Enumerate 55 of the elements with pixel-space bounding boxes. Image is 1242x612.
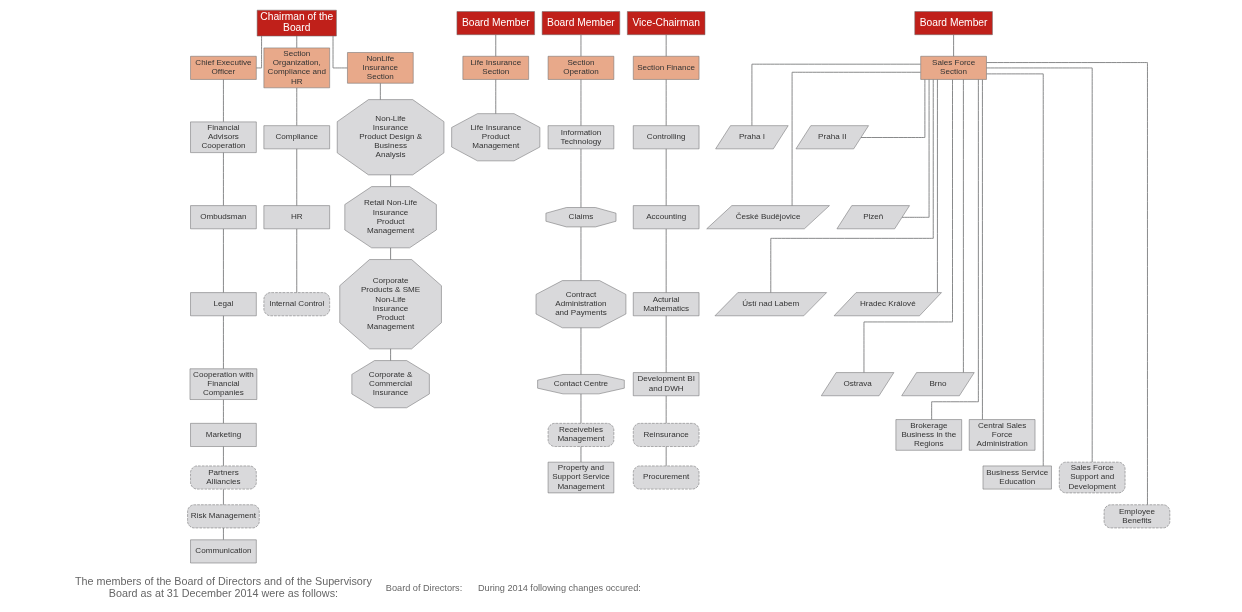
connector xyxy=(296,148,298,206)
connector xyxy=(580,226,582,281)
connector xyxy=(223,315,224,370)
label: During 2014 following changes occured: xyxy=(477,582,641,593)
connector xyxy=(751,63,921,126)
connector xyxy=(223,399,224,424)
connector xyxy=(580,148,582,208)
connector xyxy=(495,34,497,57)
connector xyxy=(580,393,582,424)
connector xyxy=(390,247,391,260)
connector xyxy=(986,67,1093,463)
connector xyxy=(390,174,391,187)
connector xyxy=(296,228,298,293)
connector xyxy=(390,348,391,361)
connector xyxy=(665,395,667,424)
connector xyxy=(937,79,938,293)
connector xyxy=(982,79,983,420)
connector xyxy=(931,79,979,420)
connector xyxy=(665,79,667,126)
connector xyxy=(953,34,954,57)
connector xyxy=(223,527,224,541)
connector xyxy=(963,79,964,373)
connector xyxy=(580,79,582,126)
label: The members of the Board of Directors and of the Supervisory Board as at 31 December 2014 were as follows: xyxy=(75,575,372,599)
node-box: Board Member xyxy=(914,11,993,35)
connector xyxy=(986,73,1044,467)
connector xyxy=(986,62,1148,506)
connector xyxy=(791,71,921,206)
connector xyxy=(223,79,224,123)
node-box: Vice-Chairman xyxy=(627,11,706,35)
connector xyxy=(580,327,582,375)
connector xyxy=(901,79,930,218)
label: Board of Directors: xyxy=(385,582,463,593)
connector xyxy=(296,87,298,126)
connector xyxy=(256,35,262,69)
connector xyxy=(223,152,224,206)
node-box: Board Member xyxy=(456,11,535,35)
connector xyxy=(860,79,926,138)
connector xyxy=(379,82,381,101)
node-box: Board Member xyxy=(541,11,621,35)
connector xyxy=(665,34,667,57)
connector xyxy=(863,79,953,373)
connector xyxy=(665,315,667,373)
connector xyxy=(223,446,224,467)
connector xyxy=(665,228,667,293)
connector xyxy=(223,228,224,293)
connector xyxy=(580,446,582,463)
connector xyxy=(580,34,582,57)
connector xyxy=(665,148,667,206)
node-box: Chairman of the Board xyxy=(256,9,337,37)
connector xyxy=(223,488,224,506)
connector xyxy=(665,446,667,467)
connector xyxy=(770,79,934,293)
connector xyxy=(296,35,298,49)
connector xyxy=(495,79,497,115)
